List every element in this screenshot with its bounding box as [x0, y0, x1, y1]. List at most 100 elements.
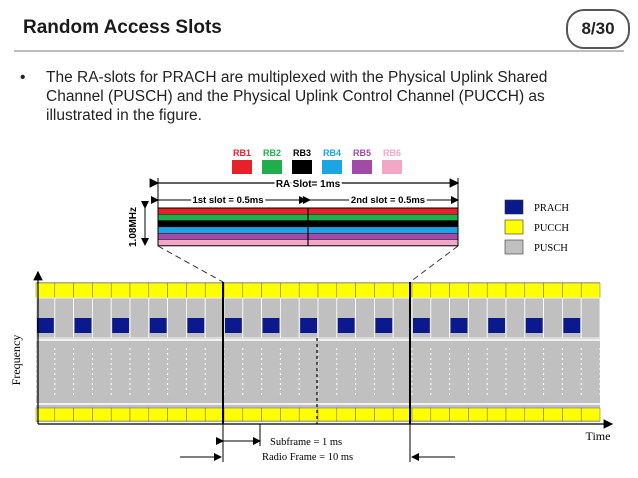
- rb-legend-swatch-6: [382, 160, 402, 174]
- pucch-top-cell: [167, 282, 187, 299]
- pucch-top-cell: [374, 282, 394, 299]
- channel-legend-label-prach: PRACH: [534, 203, 569, 214]
- pucch-top-cell: [449, 282, 469, 299]
- title-divider: [14, 50, 624, 52]
- pucch-bottom-cell: [486, 407, 507, 422]
- pucch-bottom-cell: [54, 407, 74, 422]
- pucch-top-cell: [317, 282, 338, 299]
- pusch-upper-cell: [54, 297, 74, 339]
- pusch-upper-cell: [279, 297, 300, 339]
- pucch-bottom-cell: [374, 407, 394, 422]
- prach-cell: [149, 318, 167, 333]
- first-slot-label: 1st slot = 0.5ms: [192, 195, 263, 206]
- bullet-dot-icon: •: [20, 69, 26, 86]
- ra-slot-label: RA Slot= 1ms: [276, 179, 341, 190]
- rb-legend-label-6: RB6: [383, 148, 401, 158]
- rb-legend-swatch-1: [232, 160, 252, 174]
- pucch-top-cell: [562, 282, 582, 299]
- subframe-label: Subframe = 1 ms: [270, 437, 342, 448]
- pucch-bottom-cell: [449, 407, 469, 422]
- pucch-top-cell: [355, 282, 375, 299]
- pucch-bottom-cell: [317, 407, 338, 422]
- pucch-top-cell: [35, 282, 56, 299]
- pusch-upper-cell: [204, 297, 225, 339]
- channel-legend-swatch-pucch: [504, 219, 524, 235]
- pusch-upper-cell: [92, 297, 112, 339]
- pucch-top-cell: [524, 282, 544, 299]
- pucch-top-cell: [486, 282, 507, 299]
- pucch-bottom-cell: [186, 407, 206, 422]
- prach-cell: [225, 318, 242, 333]
- pucch-bottom-cell: [223, 407, 244, 422]
- bandwidth-label: 1.08MHz: [128, 207, 139, 247]
- channel-legend-label-pucch: PUCCH: [534, 223, 569, 234]
- pucch-bottom-cell: [524, 407, 544, 422]
- pusch-upper-cell: [505, 297, 526, 339]
- prach-cell: [563, 318, 581, 333]
- pucch-bottom-cell: [355, 407, 375, 422]
- rb-legend-swatch-3: [292, 160, 312, 174]
- pucch-top-cell: [204, 282, 225, 299]
- pucch-top-cell: [468, 282, 488, 299]
- prach-cell: [262, 318, 280, 333]
- pucch-top-cell: [430, 282, 450, 299]
- pucch-top-cell: [280, 282, 300, 299]
- channel-legend-swatch-prach: [504, 199, 524, 215]
- prach-cell: [488, 318, 505, 333]
- rb-legend-label-4: RB4: [323, 148, 341, 158]
- rb-legend-label-5: RB5: [353, 148, 371, 158]
- pusch-upper-cell: [317, 297, 338, 339]
- pusch-upper-cell: [167, 297, 187, 339]
- pucch-bottom-cell: [261, 407, 281, 422]
- pucch-bottom-cell: [280, 407, 300, 422]
- prach-cell: [74, 318, 92, 333]
- time-axis-label: Time: [586, 429, 611, 443]
- pucch-bottom-cell: [242, 407, 262, 422]
- pucch-top-cell: [242, 282, 262, 299]
- pucch-top-cell: [92, 282, 112, 299]
- prach-cell: [337, 318, 355, 333]
- pucch-bottom-cell: [430, 407, 450, 422]
- pucch-top-cell: [129, 282, 150, 299]
- radio-frame-label: Radio Frame = 10 ms: [262, 452, 353, 463]
- rb-legend-swatch-5: [352, 160, 372, 174]
- second-slot-label: 2nd slot = 0.5ms: [351, 195, 425, 206]
- rb-stack: [157, 207, 459, 247]
- pucch-bottom-cell: [73, 407, 93, 422]
- pusch-upper-cell: [467, 297, 488, 339]
- channel-legend: PRACH PUCCH PUSCH: [504, 199, 569, 255]
- pucch-top-cell: [73, 282, 93, 299]
- pucch-bottom-cell: [129, 407, 150, 422]
- pucch-top-cell: [580, 282, 601, 299]
- pucch-top-cell: [148, 282, 168, 299]
- channel-legend-label-pusch: PUSCH: [534, 243, 568, 254]
- pucch-top-cell: [543, 282, 563, 299]
- pucch-bottom-cell: [562, 407, 582, 422]
- rb-legend-swatch-4: [322, 160, 342, 174]
- prach-cell: [37, 318, 54, 333]
- title-bar: Random Access Slots 8/30: [0, 0, 638, 60]
- rb-legend-label-1: RB1: [233, 148, 251, 158]
- pucch-top-cell: [411, 282, 432, 299]
- page-number-badge: 8/30: [566, 9, 630, 49]
- pucch-bottom-cell: [167, 407, 187, 422]
- pucch-top-cell: [223, 282, 244, 299]
- pucch-bottom-cell: [35, 407, 56, 422]
- pusch-upper-cell: [129, 297, 150, 339]
- prach-cell: [525, 318, 543, 333]
- pucch-bottom-cell: [298, 407, 319, 422]
- bullet-text: The RA-slots for PRACH are multiplexed w…: [46, 69, 548, 124]
- prach-cell: [112, 318, 129, 333]
- pusch-upper-cell: [430, 297, 450, 339]
- channel-legend-swatch-pusch: [504, 239, 524, 255]
- frequency-axis-label: Frequency: [9, 335, 23, 386]
- pusch-upper-cell: [242, 297, 263, 339]
- pusch-upper-cell: [355, 297, 375, 339]
- prach-cell: [450, 318, 468, 333]
- pucch-bottom-cell: [580, 407, 601, 422]
- pucch-top-cell: [298, 282, 319, 299]
- pucch-bottom-cell: [110, 407, 131, 422]
- pucch-bottom-cell: [468, 407, 488, 422]
- prach-cell: [375, 318, 393, 333]
- pucch-top-cell: [261, 282, 281, 299]
